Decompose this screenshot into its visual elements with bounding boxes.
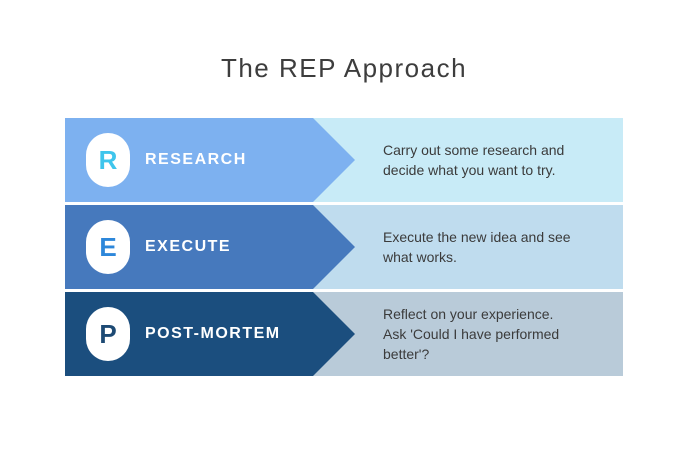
stage-description: Execute the new idea and see what works. [313, 227, 585, 267]
description-line: Carry out some research and [383, 142, 565, 158]
stage-block-execute: E EXECUTE [65, 205, 313, 289]
stage-block-research: R RESEARCH [65, 118, 313, 202]
stage-description-block: Execute the new idea and see what works. [313, 205, 623, 289]
description-line: decide what you want to try. [383, 162, 556, 178]
description-line: Reflect on your experience. [383, 306, 554, 322]
stage-letter-badge: E [86, 220, 130, 274]
row-execute: E EXECUTE Execute the new idea and see w… [65, 205, 623, 289]
stage-label: POST-MORTEM [145, 325, 281, 342]
row-post-mortem: P POST-MORTEM Reflect on your experience… [65, 292, 623, 376]
description-line: Ask 'Could I have performed [383, 326, 560, 342]
stage-letter: R [98, 145, 118, 175]
stage-description: Carry out some research and decide what … [313, 140, 578, 180]
stage-letter: P [99, 319, 117, 349]
stage-description-block: Reflect on your experience. Ask 'Could I… [313, 292, 623, 376]
description-line: what works. [383, 249, 457, 265]
description-line: better'? [383, 346, 430, 362]
stage-label: RESEARCH [145, 151, 247, 168]
page-title: The REP Approach [220, 53, 468, 83]
stage-label: EXECUTE [145, 238, 232, 255]
stage-letter: E [99, 232, 117, 262]
rep-diagram: R RESEARCH Carry out some research and d… [65, 118, 623, 379]
stage-letter-badge: R [86, 133, 130, 187]
stage-description: Reflect on your experience. Ask 'Could I… [313, 304, 573, 364]
description-line: Execute the new idea and see [383, 229, 571, 245]
stage-letter-badge: P [86, 307, 130, 361]
stage-description-block: Carry out some research and decide what … [313, 118, 623, 202]
stage-block-post-mortem: P POST-MORTEM [65, 292, 313, 376]
row-research: R RESEARCH Carry out some research and d… [65, 118, 623, 202]
